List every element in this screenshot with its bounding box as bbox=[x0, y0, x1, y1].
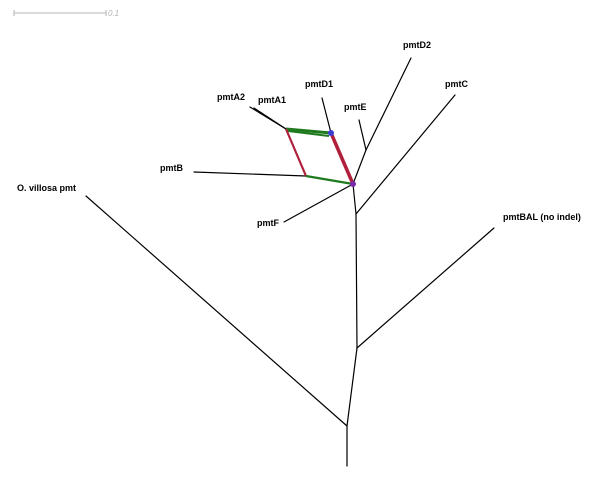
branch-pmtb-stem bbox=[193, 171, 307, 177]
branch-o-villosa bbox=[85, 195, 348, 427]
branch-pmte-d2-stem bbox=[352, 149, 367, 185]
branch-pmta2 bbox=[249, 106, 287, 130]
branch-internal-1 bbox=[346, 347, 358, 427]
branch-internal-2 bbox=[355, 213, 358, 349]
label-pmtd1: pmtD1 bbox=[305, 79, 333, 89]
scale-bar-label: 0.1 bbox=[108, 9, 119, 18]
branch-pmtbal bbox=[356, 227, 495, 349]
branch-pmtc bbox=[355, 94, 456, 215]
node-purple bbox=[350, 181, 356, 187]
scale-bar: 0.1 bbox=[13, 9, 119, 18]
label-pmtd2: pmtD2 bbox=[403, 40, 431, 50]
label-pmta2: pmtA2 bbox=[217, 92, 245, 102]
reticulation-network bbox=[284, 127, 356, 187]
reticulation-edge-top-inner bbox=[287, 130, 330, 137]
label-pmtf: pmtF bbox=[257, 218, 279, 228]
branch-internal-3 bbox=[352, 183, 357, 215]
branch-pmtd1 bbox=[321, 97, 332, 134]
reticulation-edge-right bbox=[329, 132, 355, 185]
label-pmtbal: pmtBAL (no indel) bbox=[503, 212, 581, 222]
label-pmtb: pmtB bbox=[160, 163, 183, 173]
node-blue bbox=[328, 130, 334, 136]
label-o-villosa: O. villosa pmt bbox=[17, 183, 76, 193]
branch-pmte bbox=[358, 119, 367, 151]
branch-pmtf bbox=[283, 183, 354, 223]
reticulation-edge-bottom bbox=[305, 174, 354, 186]
reticulation-edge-left bbox=[284, 128, 308, 177]
label-pmtc: pmtC bbox=[445, 79, 468, 89]
tree-branches bbox=[85, 57, 495, 467]
reticulation-edge-top bbox=[285, 127, 332, 135]
branch-pmtd2 bbox=[365, 57, 412, 151]
taxon-labels: pmtA2 pmtA1 pmtD1 pmtD2 pmtE pmtC pmtB p… bbox=[17, 40, 581, 228]
label-pmta1: pmtA1 bbox=[258, 95, 286, 105]
label-pmte: pmtE bbox=[344, 102, 367, 112]
